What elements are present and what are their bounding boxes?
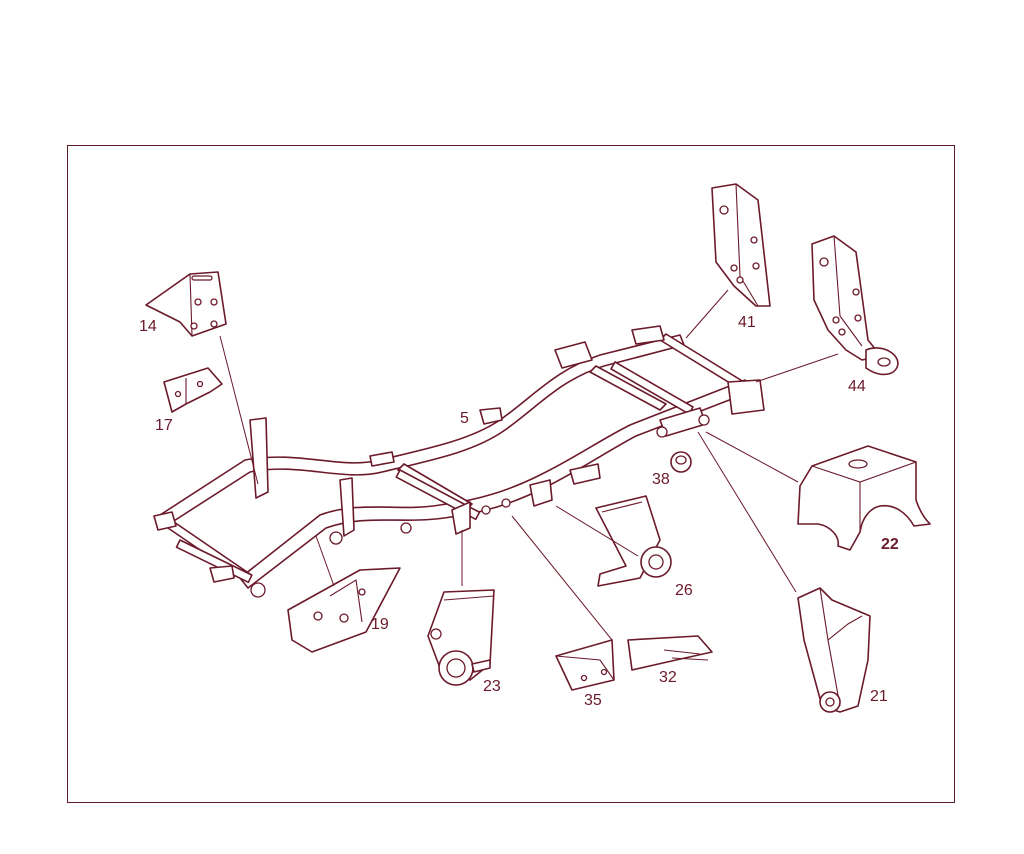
callout-22: 22 bbox=[881, 536, 899, 553]
plate-32[interactable] bbox=[627, 635, 713, 671]
plate-35[interactable] bbox=[555, 639, 615, 691]
bracket-14[interactable] bbox=[145, 271, 227, 337]
callout-44: 44 bbox=[848, 378, 866, 395]
mount-23[interactable] bbox=[427, 589, 495, 686]
bracket-44[interactable] bbox=[811, 235, 899, 376]
callout-26: 26 bbox=[675, 582, 693, 599]
callout-23: 23 bbox=[483, 678, 501, 695]
callout-21: 21 bbox=[870, 688, 888, 705]
chassis-frame[interactable] bbox=[153, 325, 765, 598]
callout-17: 17 bbox=[155, 417, 173, 434]
shackle-21[interactable] bbox=[797, 587, 871, 713]
bracket-17[interactable] bbox=[163, 367, 223, 413]
callout-14: 14 bbox=[139, 318, 157, 335]
bracket-19[interactable] bbox=[287, 567, 401, 653]
callout-35: 35 bbox=[584, 692, 602, 709]
saddle-22[interactable] bbox=[797, 445, 931, 551]
leader-lines bbox=[219, 289, 839, 641]
callout-5: 5 bbox=[460, 410, 469, 427]
callout-32: 32 bbox=[659, 669, 677, 686]
diagram-frame bbox=[67, 145, 955, 803]
callout-38: 38 bbox=[652, 471, 670, 488]
bracket-41[interactable] bbox=[711, 183, 771, 307]
mount-26[interactable] bbox=[595, 495, 672, 587]
callout-41: 41 bbox=[738, 314, 756, 331]
callout-19: 19 bbox=[371, 616, 389, 633]
bushing-38[interactable] bbox=[670, 451, 692, 473]
